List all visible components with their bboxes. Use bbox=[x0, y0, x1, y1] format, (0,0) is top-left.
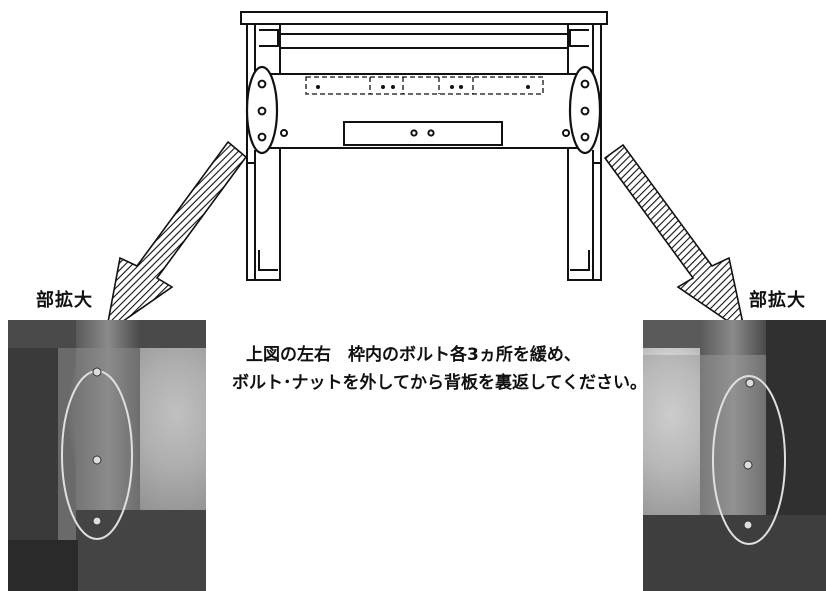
right-zoom-photo bbox=[643, 320, 826, 591]
upper-rail bbox=[279, 33, 569, 49]
right-zoom-label: 部拡大 bbox=[749, 290, 806, 311]
right-bolt-oval bbox=[568, 65, 602, 155]
left-zoom-photo bbox=[8, 320, 206, 591]
instruction-line-2: ボルト･ナットを外してから背板を裏返してください。 bbox=[232, 373, 647, 393]
left-zoom-arrow bbox=[104, 140, 248, 335]
left-bolt-oval bbox=[245, 65, 279, 155]
left-zoom-label: 部拡大 bbox=[36, 290, 93, 311]
top-board bbox=[240, 11, 608, 25]
front-apron bbox=[343, 121, 503, 146]
instruction-line-1: 上図の左右 枠内のボルト各3ヵ所を緩め、 bbox=[246, 345, 581, 365]
right-zoom-arrow bbox=[603, 143, 747, 335]
furniture-drawing bbox=[240, 11, 608, 281]
